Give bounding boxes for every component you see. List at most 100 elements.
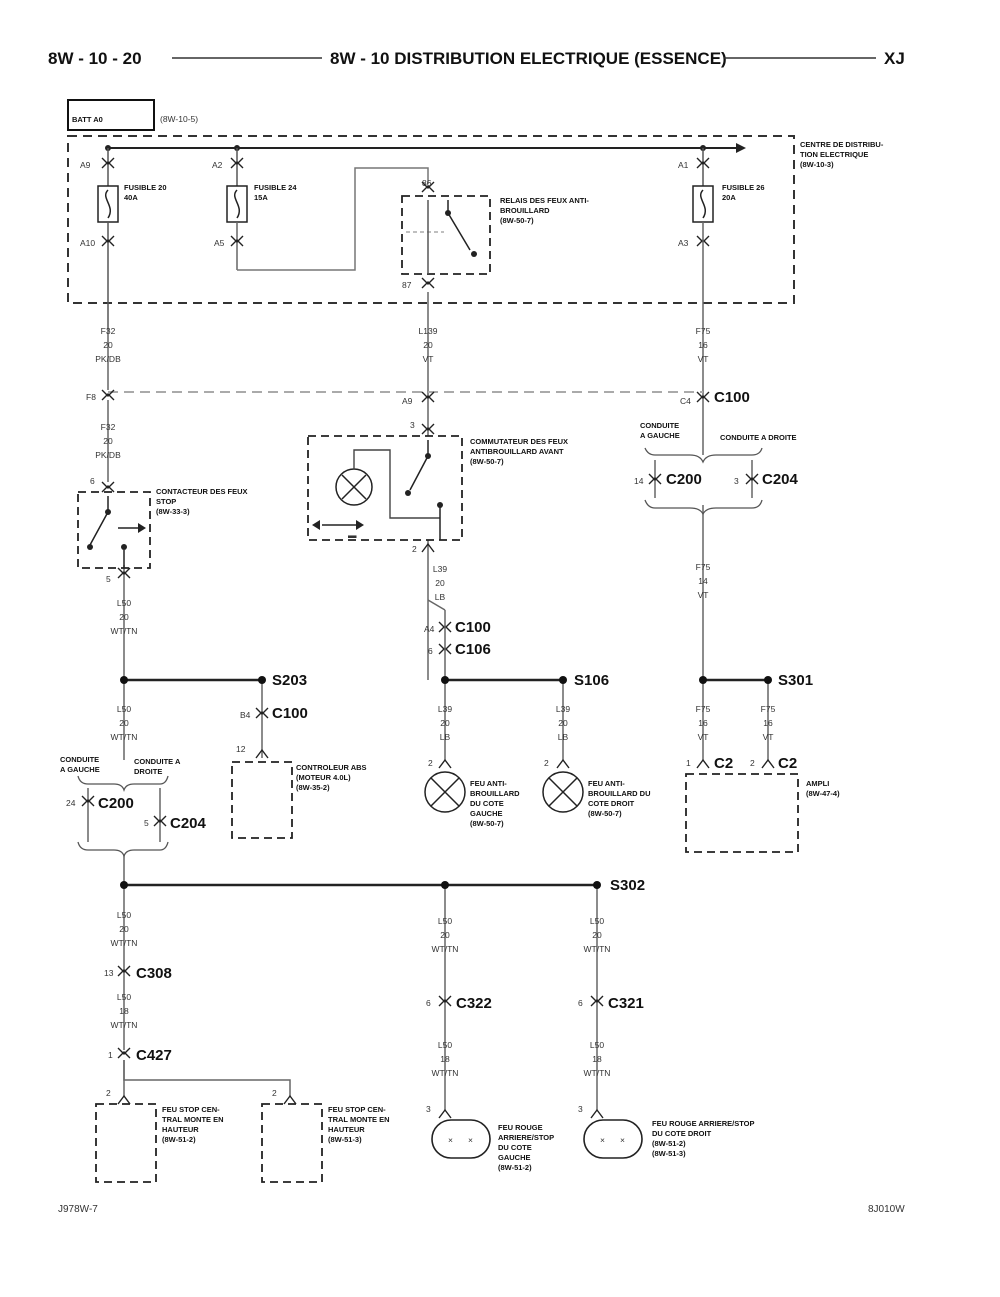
chmsl-1-label-3: HAUTEUR	[162, 1125, 199, 1134]
c2-a-pin: 1	[686, 758, 691, 768]
fog-lamp-left: 2 FEU ANTI- BROUILLARD DU COTE GAUCHE (8…	[424, 758, 520, 828]
fuse-24-label-1: FUSIBLE 24	[254, 183, 297, 192]
stop-switch-bottom-pin: 5	[106, 574, 111, 584]
tail-lamp-right: 3 × × FEU ROUGE ARRIERE/STOP DU COTE DRO…	[578, 1104, 755, 1159]
wire-l50-c322: L50 20 WT/TN	[432, 916, 459, 954]
tail-right-label-2: DU COTE DROIT	[652, 1129, 712, 1138]
tail-right-pin: 3	[578, 1104, 583, 1114]
svg-text:20: 20	[423, 340, 433, 350]
stop-switch-label-1: CONTACTEUR DES FEUX	[156, 487, 248, 496]
svg-text:L50: L50	[590, 1040, 604, 1050]
svg-text:20: 20	[558, 718, 568, 728]
svg-text:×: ×	[448, 1135, 453, 1145]
c322-pin: 6	[426, 998, 431, 1008]
fog-right-label-4: (8W-50-7)	[588, 809, 622, 818]
svg-text:F75: F75	[696, 326, 711, 336]
fog-switch-label-1: COMMUTATEUR DES FEUX	[470, 437, 568, 446]
svg-text:18: 18	[592, 1054, 602, 1064]
svg-text:16: 16	[698, 718, 708, 728]
right-branch-gauche-2: A GAUCHE	[640, 431, 680, 440]
fuse-20-label-1: FUSIBLE 20	[124, 183, 167, 192]
pdc-label-1: CENTRE DE DISTRIBU-	[800, 140, 884, 149]
svg-text:L139: L139	[419, 326, 438, 336]
svg-text:×: ×	[620, 1135, 625, 1145]
fuse-26-label-1: FUSIBLE 26	[722, 183, 765, 192]
fuse-24: A2 FUSIBLE 24 15A A5	[212, 148, 429, 271]
svg-text:L50: L50	[117, 910, 131, 920]
fog-lamp-right: 2 FEU ANTI- BROUILLARD DU COTE DROIT (8W…	[542, 758, 651, 818]
splice-row-lower: S302	[120, 877, 645, 894]
c2-a-name: C2	[714, 755, 733, 772]
footer-right-code: 8J010W	[868, 1204, 905, 1215]
wire-l139: L139 20 VT	[419, 326, 438, 364]
svg-text:20: 20	[435, 578, 445, 588]
abs-label-3: (8W-35-2)	[296, 783, 330, 792]
wire-l50-stop: L50 20 WT/TN	[111, 598, 138, 636]
tail-left-label-4: GAUCHE	[498, 1153, 531, 1162]
fuse-26-label-2: 20A	[722, 193, 736, 202]
wire-f75-mid: F75 14 VT	[696, 562, 711, 600]
wire-f75-a: F75 16 VT	[696, 704, 711, 742]
wires	[107, 222, 769, 1110]
svg-text:PK/DB: PK/DB	[95, 354, 121, 364]
svg-text:L39: L39	[438, 704, 452, 714]
svg-text:18: 18	[119, 1006, 129, 1016]
pdc-label-2: TION ELECTRIQUE	[800, 150, 868, 159]
left-branch-gauche-1: CONDUITE	[60, 755, 99, 764]
c204-left-name: C204	[170, 815, 207, 832]
right-branch-gauche-1: CONDUITE	[640, 421, 679, 430]
stop-switch-label-2: STOP	[156, 497, 176, 506]
fog-left-label-3: DU COTE	[470, 799, 504, 808]
c100-abs-name: C100	[272, 705, 308, 722]
chmsl-lamp-2: 2 FEU STOP CEN- TRAL MONTE EN HAUTEUR (8…	[261, 1088, 390, 1183]
vehicle-code: XJ	[884, 49, 905, 68]
svg-text:18: 18	[440, 1054, 450, 1064]
page-title: 8W - 10 DISTRIBUTION ELECTRIQUE (ESSENCE…	[330, 49, 727, 68]
chmsl-connectors: 13 C308 1 C427	[104, 965, 172, 1064]
fog-left-label-1: FEU ANTI-	[470, 779, 507, 788]
fog-right-pin: 2	[544, 758, 549, 768]
abs-label-2: (MOTEUR 4.0L)	[296, 773, 351, 782]
ampli-label-2: (8W-47-4)	[806, 789, 840, 798]
fuse-20-top-pin: A9	[80, 160, 91, 170]
c322-name: C322	[456, 995, 492, 1012]
tail-left-pin: 3	[426, 1104, 431, 1114]
c321-name: C321	[608, 995, 644, 1012]
chmsl-1-label-4: (8W-51-2)	[162, 1135, 196, 1144]
svg-text:L39: L39	[556, 704, 570, 714]
page-footer: J978W-7 8J010W	[58, 1204, 905, 1215]
pdc-label-3: (8W-10-3)	[800, 160, 834, 169]
fuse-26-bottom-pin: A3	[678, 238, 689, 248]
svg-text:20: 20	[440, 718, 450, 728]
svg-text:WT/TN: WT/TN	[432, 944, 459, 954]
fuse-26: A1 FUSIBLE 26 20A A3	[678, 148, 765, 248]
relay-bottom-pin: 87	[402, 280, 412, 290]
svg-text:14: 14	[698, 576, 708, 586]
chmsl-1-pin: 2	[106, 1088, 111, 1098]
left-branch-droite-1: CONDUITE A	[134, 757, 181, 766]
wire-l39-mid: L39 20 LB	[433, 564, 447, 602]
svg-text:F75: F75	[696, 704, 711, 714]
c204-left-pin: 5	[144, 818, 149, 828]
chmsl-2-label-3: HAUTEUR	[328, 1125, 365, 1134]
c2-b-name: C2	[778, 755, 797, 772]
fog-switch-bottom-pin: 2	[412, 544, 417, 554]
stop-lamp-switch: 6 5 CONTACTEUR DES FEUX STOP (8W-33-3)	[77, 476, 248, 584]
c100-f8-pin: F8	[86, 392, 96, 402]
wire-l50-c427: L50 18 WT/TN	[111, 992, 138, 1030]
svg-text:WT/TN: WT/TN	[111, 626, 138, 636]
connector-c100-harness: F8 A9 C4 C100	[86, 389, 750, 406]
splice-s106: S106	[574, 672, 609, 689]
svg-text:WT/TN: WT/TN	[432, 1068, 459, 1078]
svg-text:VT: VT	[698, 590, 709, 600]
c200-left-name: C200	[98, 795, 134, 812]
fuse-20-label-2: 40A	[124, 193, 138, 202]
svg-text:×: ×	[600, 1135, 605, 1145]
svg-text:20: 20	[119, 718, 129, 728]
wire-f75-b: F75 16 VT	[761, 704, 776, 742]
wire-f32-mid: F32 20 PK/DB	[95, 422, 121, 460]
fog-left-label-5: (8W-50-7)	[470, 819, 504, 828]
c100-mid-pin: A4	[424, 624, 435, 634]
c321-pin: 6	[578, 998, 583, 1008]
